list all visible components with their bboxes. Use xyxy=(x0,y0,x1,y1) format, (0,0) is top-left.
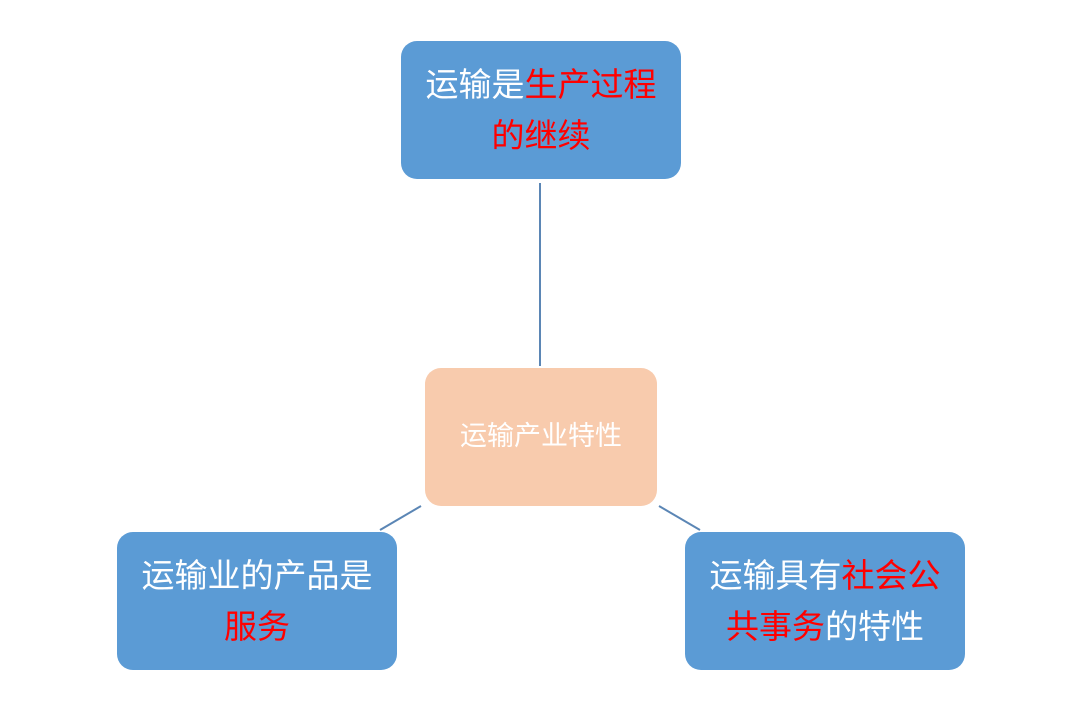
node-center-text: 运输产业特性 xyxy=(460,421,622,453)
node-text-segment: 运输业的产品是 xyxy=(141,555,373,595)
node-top-production-process: 运输是生产过程的继续 xyxy=(401,41,681,179)
node-left-text: 运输业的产品是服务 xyxy=(127,550,387,652)
node-left-service-product: 运输业的产品是服务 xyxy=(117,532,397,670)
node-text-segment: 运输具有 xyxy=(709,555,842,595)
node-right-text: 运输具有社会公共事务的特性 xyxy=(695,550,955,652)
node-center-transport-industry-traits: 运输产业特性 xyxy=(425,368,657,506)
node-text-segment: 的继续 xyxy=(491,116,591,155)
node-text-segment: 生产过程 xyxy=(524,64,657,104)
node-right-public-affairs: 运输具有社会公共事务的特性 xyxy=(685,532,965,670)
node-top-text: 运输是生产过程的继续 xyxy=(411,59,671,161)
node-text-segment: 的特性 xyxy=(825,607,924,646)
connector-right xyxy=(658,505,701,531)
node-text-segment: 服务 xyxy=(224,607,290,646)
node-text-segment: 社会公共事务 xyxy=(726,555,941,646)
node-text-segment: 运输是 xyxy=(425,64,525,104)
connector-left xyxy=(379,505,422,531)
